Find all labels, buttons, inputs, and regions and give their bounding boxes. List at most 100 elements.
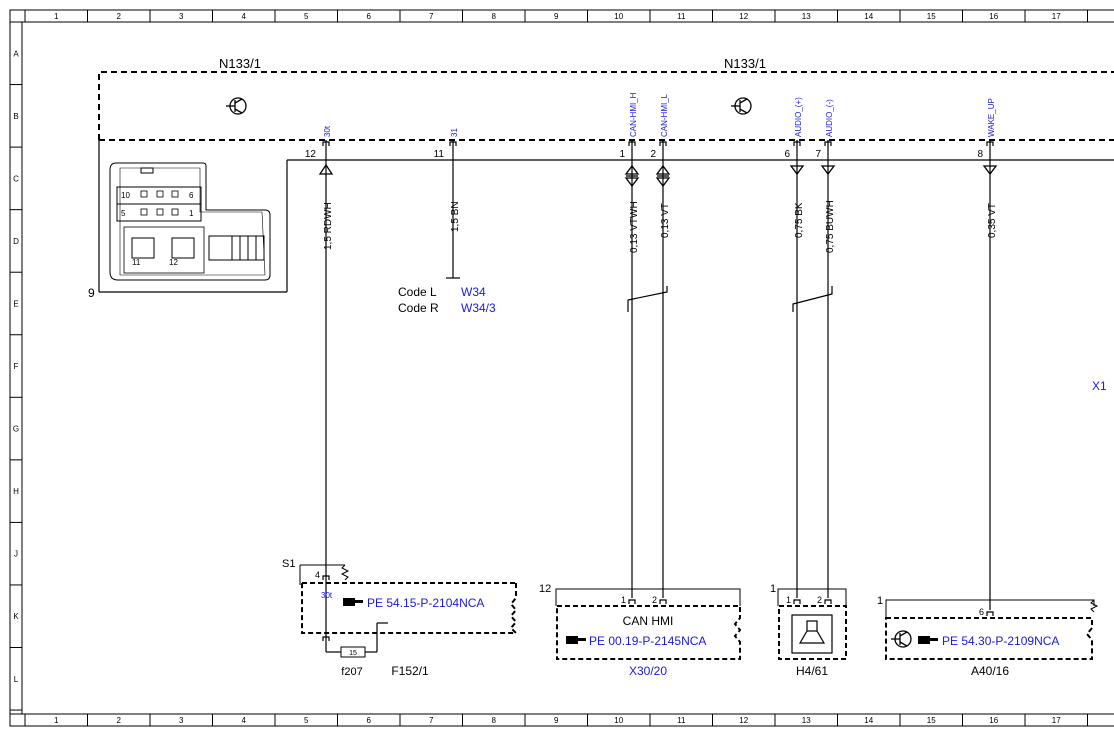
column-label: 7 (429, 716, 434, 725)
pin-signal-name: 31 (450, 128, 459, 137)
speaker-icon (791, 614, 833, 654)
wires (325, 140, 991, 633)
column-label: 8 (492, 716, 497, 725)
wire-label: 0,35 VT (987, 203, 998, 238)
reference-link[interactable]: PE 00.19-P-2145NCA (589, 634, 706, 648)
grid-frame (9, 9, 1114, 727)
pin-signal-name: 30t (321, 591, 333, 600)
column-label: 3 (179, 716, 184, 725)
pin-number: 4 (315, 570, 320, 580)
column-label: 2 (117, 12, 122, 21)
wire-label: 0,75 BUWH (825, 200, 836, 253)
column-label: 10 (614, 12, 623, 21)
column-ticks (24, 10, 1088, 726)
connector-slot-boxes (140, 190, 179, 216)
offpage-reference[interactable]: X1 (1092, 379, 1107, 393)
column-label: 9 (554, 12, 559, 21)
pin-number: 12 (305, 149, 317, 160)
wire-label: 0,13 VTWH (629, 201, 640, 253)
connector-slot-label: 11 (132, 258, 141, 267)
row-label: G (13, 425, 19, 434)
column-label: 17 (1052, 12, 1061, 21)
can-hmi-box (555, 588, 742, 660)
fuse-number: 15 (349, 650, 357, 657)
code-reference-link[interactable]: W34/3 (461, 301, 496, 315)
column-label: 16 (989, 716, 998, 725)
row-label: L (14, 675, 19, 684)
column-label: 13 (802, 12, 811, 21)
connector-slot-label: 1 (189, 209, 194, 218)
column-label: 7 (429, 12, 434, 21)
row-label: A (13, 49, 19, 58)
column-label: 10 (614, 716, 623, 725)
reference-link[interactable]: PE 54.15-P-2104NCA (367, 596, 484, 610)
component-name[interactable]: X30/20 (629, 664, 667, 678)
column-label: 12 (739, 716, 748, 725)
pin-number: 6 (979, 607, 984, 617)
wire-label: 1,5 BN (450, 201, 461, 232)
connector-slot-label: 6 (189, 191, 194, 200)
pin-signal-name: 30t (323, 125, 332, 137)
transistor-icon (891, 630, 912, 648)
connector-slot-label: 5 (121, 209, 126, 218)
reference-link[interactable]: PE 54.30-P-2109NCA (942, 634, 1059, 648)
column-label: 1 (54, 716, 59, 725)
column-label: 15 (927, 12, 936, 21)
component-name: A40/16 (971, 664, 1009, 678)
code-reference-link[interactable]: W34 (461, 285, 486, 299)
column-label: 17 (1052, 716, 1061, 725)
pin-number: 8 (977, 149, 983, 160)
reference-hand-icon (918, 636, 938, 644)
pin-signal-name: CAN-HMI_H (629, 92, 638, 137)
column-label: 4 (242, 12, 247, 21)
component-name: F152/1 (391, 664, 429, 678)
column-label: 4 (242, 716, 247, 725)
column-label: 6 (367, 716, 372, 725)
pin-number: 1 (619, 149, 625, 160)
wire-label: 0,75 BK (794, 202, 805, 238)
module-name-right: N133/1 (724, 56, 766, 71)
connector-drawing (109, 162, 271, 281)
connector-slot-label: 12 (169, 258, 178, 267)
antenna-box (885, 599, 1099, 660)
row-label: F (14, 362, 19, 371)
component-number: 12 (539, 583, 551, 595)
column-label: 5 (304, 12, 309, 21)
row-label: K (13, 612, 19, 621)
row-label: H (13, 487, 19, 496)
component-title: CAN HMI (623, 614, 674, 628)
code-label: Code R (398, 301, 439, 315)
pin-number: 11 (434, 149, 445, 160)
pin-signal-name: WAKE_UP (987, 98, 996, 137)
row-label: C (13, 174, 19, 183)
column-label: 15 (927, 716, 936, 725)
column-label: 11 (677, 716, 686, 725)
pin-number: 6 (784, 149, 790, 160)
row-label: B (13, 112, 18, 121)
column-label: 12 (739, 12, 748, 21)
component-name: H4/61 (796, 664, 828, 678)
signal-direction-arrows (318, 163, 998, 188)
column-label: 13 (802, 716, 811, 725)
pin-number: 2 (652, 595, 657, 605)
column-label: 9 (554, 716, 559, 725)
row-label: D (13, 237, 19, 246)
column-label: 8 (492, 12, 497, 21)
pin-number: 2 (650, 149, 656, 160)
pin-number: 7 (815, 149, 821, 160)
module-name-left: N133/1 (219, 56, 261, 71)
column-label: 3 (179, 12, 184, 21)
column-label: 11 (677, 12, 686, 21)
column-label: 1 (54, 12, 59, 21)
pin-markers (322, 141, 994, 146)
column-label: 6 (367, 12, 372, 21)
column-label: 16 (989, 12, 998, 21)
switch-label: S1 (282, 558, 295, 570)
row-label: E (13, 299, 18, 308)
reference-hand-icon (343, 598, 363, 606)
pin-signal-name: AUDIO_(+) (794, 97, 803, 137)
pin-signal-name: AUDIO_(-) (825, 99, 834, 137)
column-label: 2 (117, 716, 122, 725)
pin-number: 2 (817, 595, 822, 605)
